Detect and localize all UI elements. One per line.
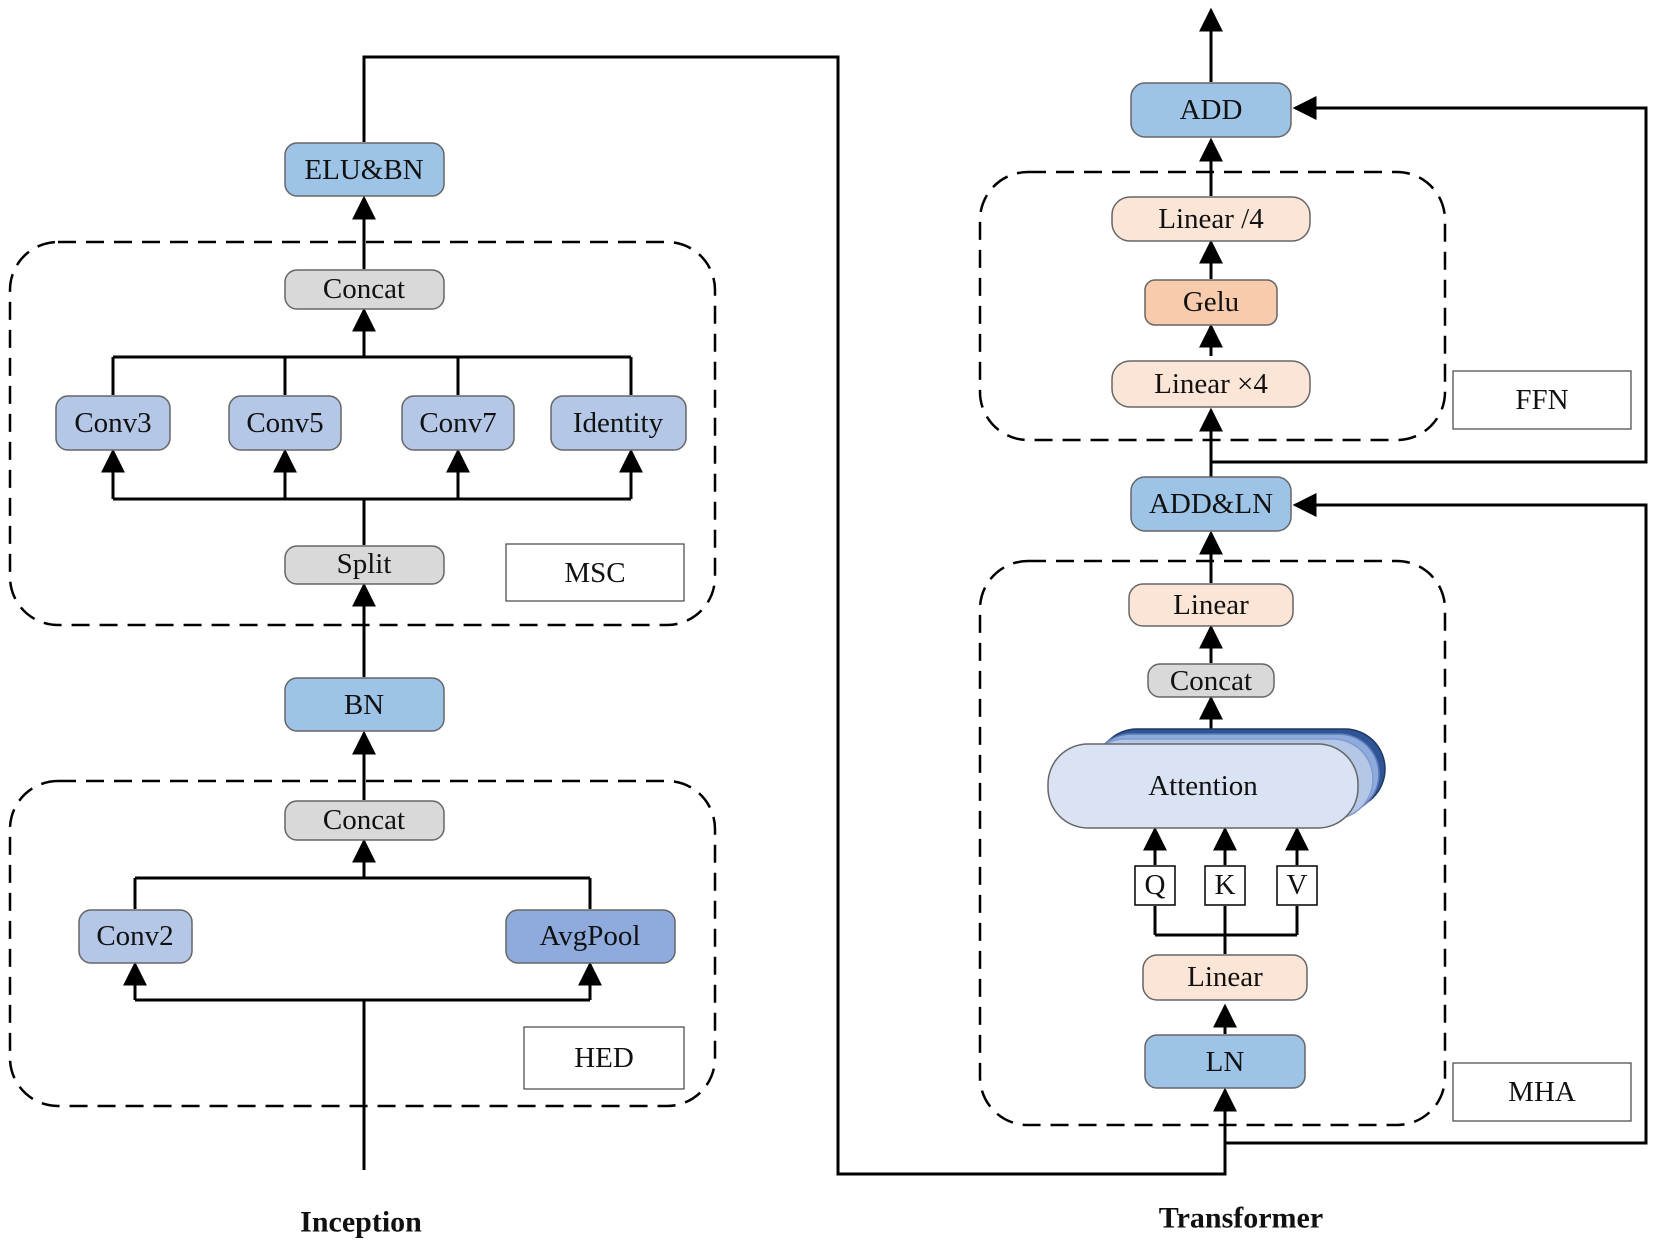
gelu-label: Gelu xyxy=(1183,286,1239,318)
ffn-tag-label: FFN xyxy=(1515,384,1568,416)
transformer-edges xyxy=(1143,7,1648,1145)
elu-bn-label: ELU&BN xyxy=(304,154,423,186)
conv3-node xyxy=(55,395,171,451)
inception-block: ELU&BN Concat Conv3 Conv5 Conv7 Identity… xyxy=(8,55,1237,1239)
linear-in-node xyxy=(1142,954,1308,1001)
k-label: K xyxy=(1215,869,1236,901)
msc-concat-node xyxy=(284,269,445,310)
conv3-label: Conv3 xyxy=(74,407,151,439)
attention-node xyxy=(1047,743,1359,829)
ln-label: LN xyxy=(1206,1046,1245,1078)
k-box xyxy=(1204,865,1246,906)
linear-div4-node xyxy=(1111,196,1311,242)
inception-caption: Inception xyxy=(300,1206,422,1239)
transformer-block: ADD Linear /4 Gelu Linear ×4 FFN ADD&LN … xyxy=(978,7,1648,1235)
split-label: Split xyxy=(337,548,392,580)
q-box xyxy=(1134,865,1176,906)
add-node xyxy=(1130,82,1292,138)
avgpool-node xyxy=(505,909,676,964)
elu-bn-node xyxy=(284,142,445,197)
hed-concat-label: Concat xyxy=(323,804,405,836)
msc-tag-box xyxy=(505,543,685,602)
mha-concat-label: Concat xyxy=(1170,665,1252,697)
linear-div4-label: Linear /4 xyxy=(1158,203,1264,235)
inception-edges xyxy=(101,55,1237,1176)
mha-tag-box xyxy=(1452,1062,1632,1122)
conv7-node xyxy=(401,395,515,451)
hed-concat-node xyxy=(284,800,445,841)
linear-in-label: Linear xyxy=(1187,961,1263,993)
msc-tag-label: MSC xyxy=(564,557,625,589)
attention-stack: Attention xyxy=(1047,728,1386,829)
ffn-tag-box xyxy=(1452,370,1632,430)
transformer-caption: Transformer xyxy=(1159,1202,1323,1235)
v-box xyxy=(1276,865,1318,906)
v-label: V xyxy=(1287,869,1308,901)
identity-node xyxy=(550,395,687,451)
gelu-node xyxy=(1144,279,1278,326)
linear-x4-node xyxy=(1111,360,1311,408)
mha-tag-label: MHA xyxy=(1508,1076,1576,1108)
hed-tag-label: HED xyxy=(574,1042,634,1074)
add-ln-node xyxy=(1130,476,1292,532)
msc-concat-label: Concat xyxy=(323,273,405,305)
q-label: Q xyxy=(1145,869,1166,901)
conv5-node xyxy=(228,395,342,451)
linear-out-node xyxy=(1128,583,1294,627)
split-node xyxy=(284,545,445,585)
identity-label: Identity xyxy=(573,407,664,439)
hed-tag-box xyxy=(523,1026,685,1090)
ln-node xyxy=(1144,1034,1306,1089)
conv2-node xyxy=(78,909,193,964)
linear-out-label: Linear xyxy=(1173,589,1249,621)
add-ln-label: ADD&LN xyxy=(1149,488,1273,520)
linear-x4-label: Linear ×4 xyxy=(1154,368,1268,400)
conv2-label: Conv2 xyxy=(96,920,173,952)
attention-label: Attention xyxy=(1148,770,1258,802)
bn-label: BN xyxy=(344,689,384,721)
conv5-label: Conv5 xyxy=(246,407,323,439)
add-label: ADD xyxy=(1180,94,1243,126)
avgpool-label: AvgPool xyxy=(540,920,641,952)
mha-concat-node xyxy=(1147,663,1275,698)
bn-node xyxy=(284,677,445,732)
conv7-label: Conv7 xyxy=(419,407,496,439)
